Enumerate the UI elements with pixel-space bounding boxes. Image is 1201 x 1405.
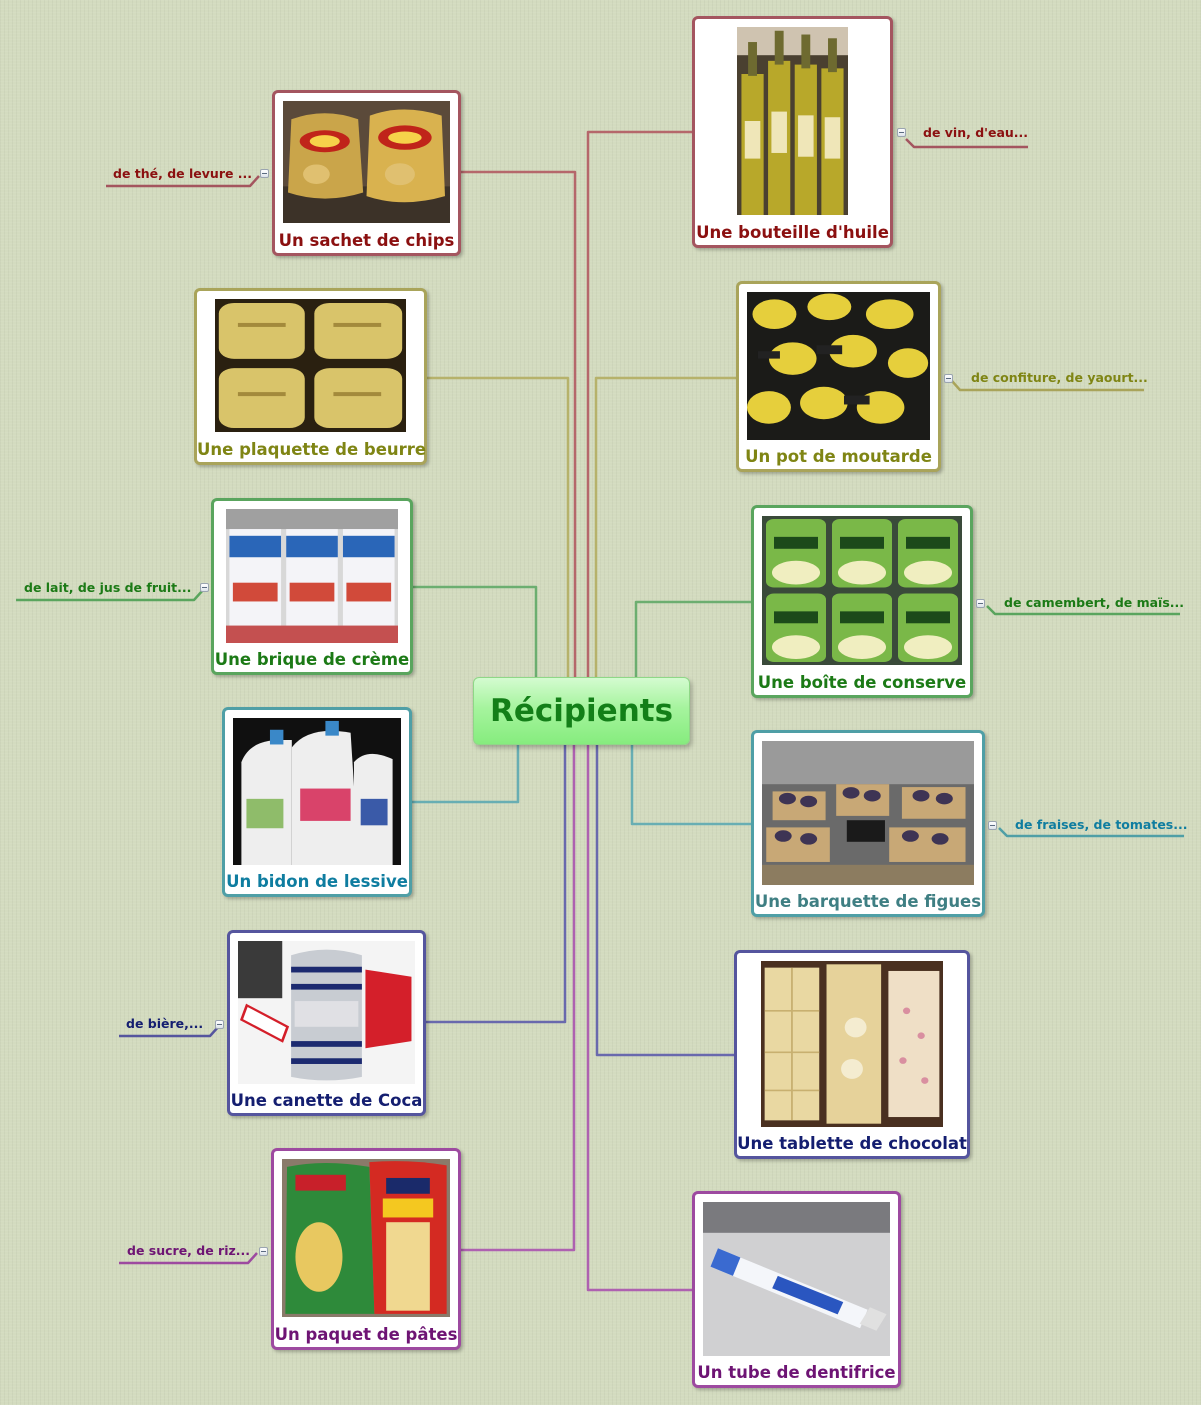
coke-can-photo — [238, 941, 415, 1084]
node-chips-label: Un sachet de chips — [278, 231, 455, 250]
node-creme[interactable]: Une brique de crème — [211, 498, 413, 675]
node-chips-note[interactable]: de thé, de levure ... — [113, 166, 253, 181]
node-conserve-note[interactable]: de camembert, de maïs... — [1004, 595, 1185, 610]
node-creme-label: Une brique de crème — [214, 650, 410, 669]
node-huile-note[interactable]: de vin, d'eau... — [923, 125, 1029, 140]
node-moutarde-label: Un pot de moutarde — [745, 447, 932, 466]
node-figues-label: Une barquette de figues — [754, 892, 982, 911]
node-lessive-label: Un bidon de lessive — [226, 872, 408, 891]
node-coca-label: Une canette de Coca — [230, 1091, 423, 1110]
collapse-icon[interactable] — [897, 128, 906, 137]
node-pates-label: Un paquet de pâtes — [274, 1325, 458, 1344]
oil-bottle-photo — [737, 27, 848, 215]
butter-photo — [215, 299, 406, 432]
node-coca-note[interactable]: de bière,... — [126, 1016, 204, 1031]
node-lessive[interactable]: Un bidon de lessive — [222, 707, 412, 897]
collapse-icon[interactable] — [259, 1247, 268, 1256]
node-chocolat[interactable]: Une tablette de chocolat — [734, 950, 970, 1159]
central-topic-label: Récipients — [489, 693, 674, 729]
figs-photo — [762, 741, 974, 885]
pasta-photo — [282, 1159, 450, 1317]
node-huile-label: Une bouteille d'huile — [696, 223, 889, 242]
chocolate-photo — [761, 961, 943, 1127]
node-figues[interactable]: Une barquette de figues — [751, 730, 985, 917]
node-beurre[interactable]: Une plaquette de beurre — [194, 288, 427, 465]
node-huile[interactable]: Une bouteille d'huile — [692, 16, 893, 248]
collapse-icon[interactable] — [260, 169, 269, 178]
node-moutarde[interactable]: Un pot de moutarde — [736, 281, 941, 472]
node-pates[interactable]: Un paquet de pâtes — [271, 1148, 461, 1350]
collapse-icon[interactable] — [944, 374, 953, 383]
cream-carton-photo — [226, 509, 398, 643]
node-dentifrice-label: Un tube de dentifrice — [697, 1363, 896, 1382]
detergent-photo — [233, 718, 401, 865]
toothpaste-photo — [703, 1202, 890, 1356]
node-creme-note[interactable]: de lait, de jus de fruit... — [24, 580, 192, 595]
node-pates-note[interactable]: de sucre, de riz... — [127, 1243, 251, 1258]
node-conserve[interactable]: Une boîte de conserve — [751, 505, 973, 698]
central-topic[interactable]: Récipients — [473, 677, 690, 745]
node-chips[interactable]: Un sachet de chips — [272, 90, 461, 256]
collapse-icon[interactable] — [215, 1020, 224, 1029]
collapse-icon[interactable] — [988, 821, 997, 830]
node-chocolat-label: Une tablette de chocolat — [737, 1134, 967, 1153]
chips-bag-photo — [283, 101, 450, 223]
node-figues-note[interactable]: de fraises, de tomates... — [1015, 817, 1188, 832]
node-dentifrice[interactable]: Un tube de dentifrice — [692, 1191, 901, 1388]
collapse-icon[interactable] — [976, 599, 985, 608]
mustard-jar-photo — [747, 292, 930, 440]
collapse-icon[interactable] — [200, 583, 209, 592]
tin-can-photo — [762, 516, 962, 665]
node-beurre-label: Une plaquette de beurre — [197, 440, 427, 459]
node-coca[interactable]: Une canette de Coca — [227, 930, 426, 1116]
node-conserve-label: Une boîte de conserve — [757, 673, 967, 692]
node-moutarde-note[interactable]: de confiture, de yaourt... — [971, 370, 1148, 385]
